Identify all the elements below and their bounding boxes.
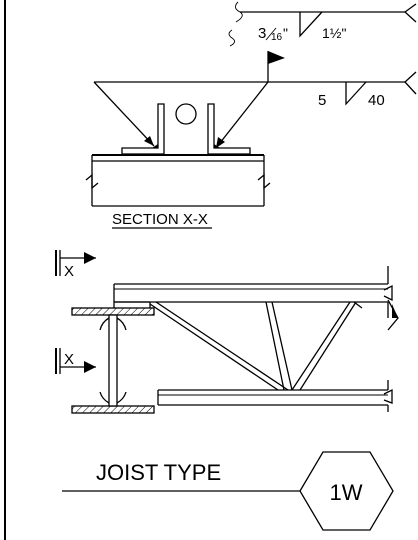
joist-type-label: JOIST TYPE [96, 460, 221, 485]
section-label: SECTION X-X [112, 211, 208, 228]
cut-mark-upper-label: X [64, 263, 74, 280]
weld-top-inch-mark: " [283, 25, 288, 41]
arrowhead-right-icon [216, 137, 225, 148]
cut-arrow-lower-icon [84, 361, 96, 373]
cut-mark-lower: X [55, 348, 96, 374]
joist-type-tag-value: 1W [330, 480, 363, 505]
cut-mark-upper: X [55, 250, 96, 280]
hexagon-tag-icon [299, 451, 394, 531]
field-weld-flag-icon [268, 51, 285, 64]
web-members [149, 301, 363, 391]
cut-mark-lower-label: X [64, 351, 74, 368]
weld-top-size-num: 3 [258, 25, 266, 42]
weld-symbol-top: 3 16 " 1½" [228, 1, 417, 47]
joist-type-tag: JOIST TYPE 1W [62, 451, 394, 531]
weld-top-length: 1½" [322, 25, 346, 41]
weld-symbol-mid: 5 40 [93, 51, 417, 149]
weld-mid-length: 40 [368, 92, 385, 109]
beam-section [71, 307, 155, 414]
weld-mid-size: 5 [318, 92, 326, 109]
section-view [85, 103, 271, 207]
cut-arrow-upper-icon [84, 252, 96, 264]
top-chord [113, 266, 399, 331]
weld-top-size-den: 16 [271, 32, 283, 43]
bottom-chord [157, 380, 393, 412]
arrowhead-left-icon [144, 136, 154, 146]
